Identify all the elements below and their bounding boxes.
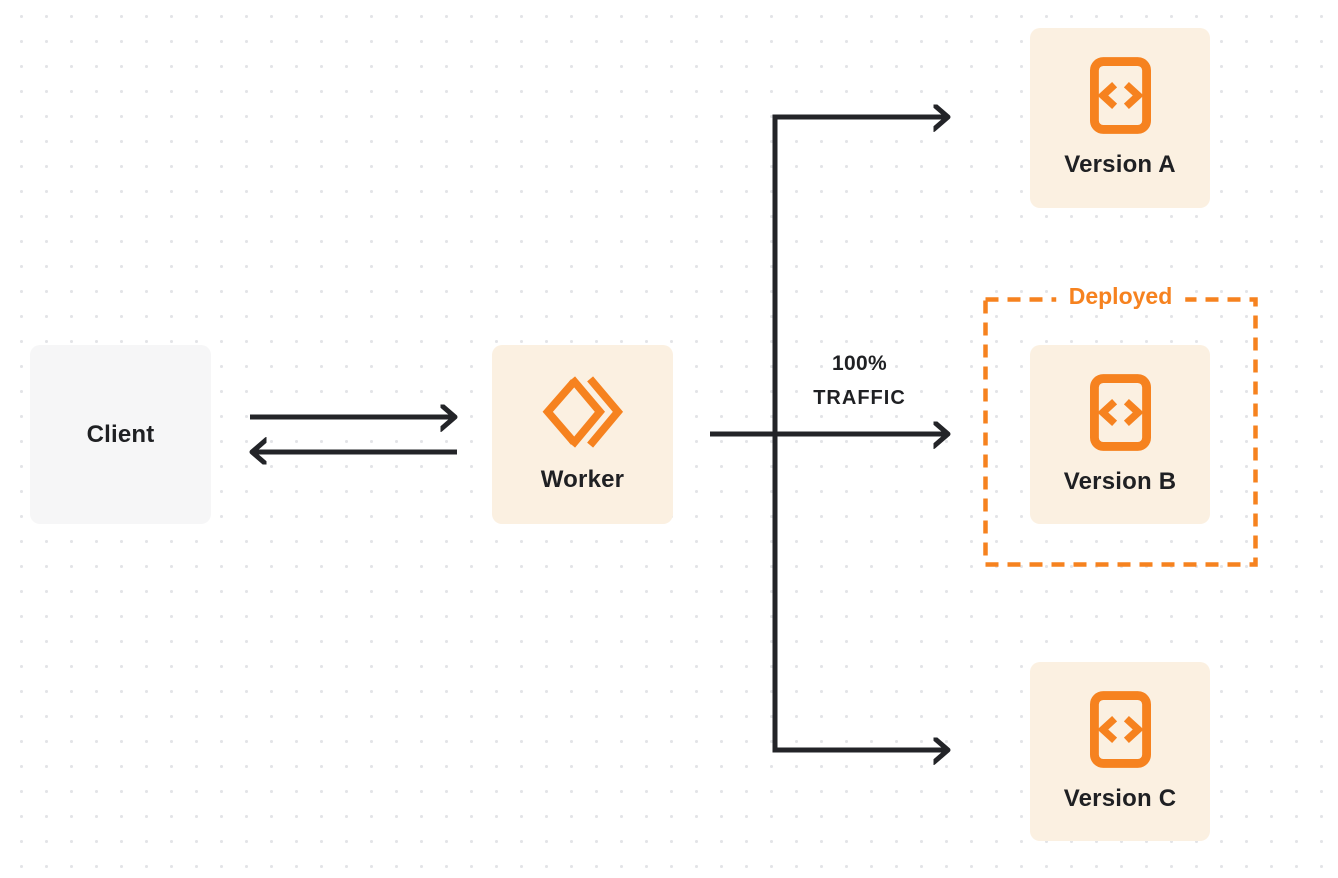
code-file-icon xyxy=(1089,57,1151,134)
client-node: Client xyxy=(30,345,211,524)
worker-node: Worker xyxy=(492,345,673,524)
deployed-group: Deployed xyxy=(983,283,1258,567)
deployed-label: Deployed xyxy=(1055,283,1186,310)
version-c-node: Version C xyxy=(1030,662,1210,841)
version-c-label: Version C xyxy=(1063,784,1177,812)
traffic-label: 100% TRAFFIC xyxy=(777,349,942,413)
traffic-percent: 100% xyxy=(832,352,887,375)
worker-label: Worker xyxy=(540,466,625,493)
version-b-node: Version B xyxy=(1030,345,1210,524)
traffic-word: TRAFFIC xyxy=(813,387,906,409)
version-b-label: Version B xyxy=(1063,467,1177,495)
version-a-node: Version A xyxy=(1030,28,1210,208)
client-label: Client xyxy=(86,420,155,448)
cloudflare-workers-logo-icon xyxy=(542,376,623,448)
version-a-label: Version A xyxy=(1064,151,1176,178)
code-file-icon xyxy=(1089,690,1151,768)
code-file-icon xyxy=(1089,373,1151,451)
